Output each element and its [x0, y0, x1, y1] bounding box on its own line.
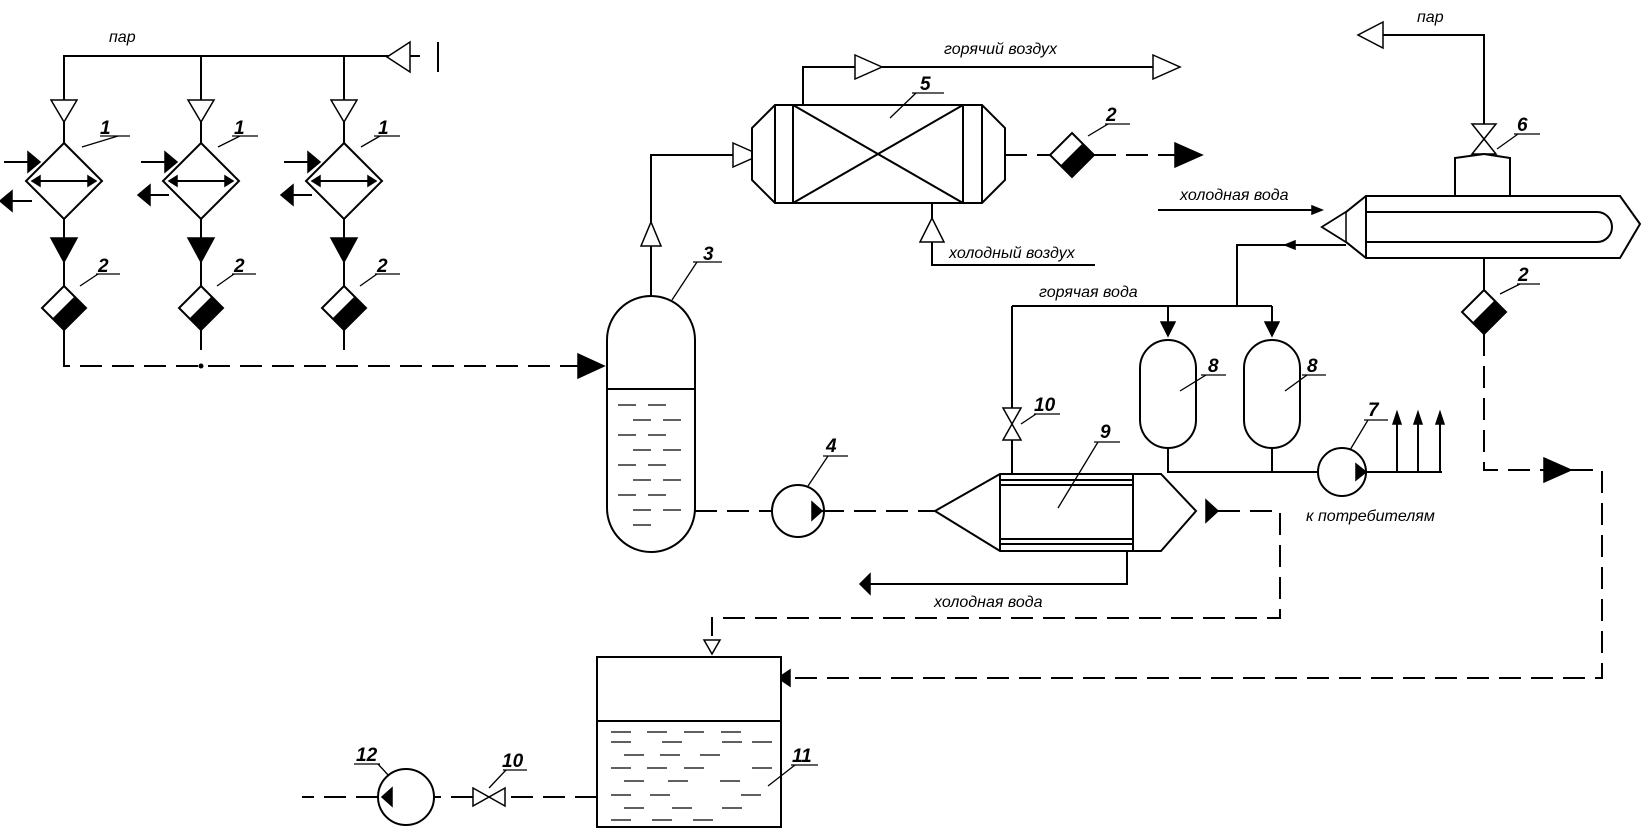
tag-7: 7 — [1368, 400, 1380, 421]
heater-unit-1c: 1 2 — [279, 99, 400, 350]
steam-inlet-arrow — [385, 40, 411, 74]
air-heater-5: горячий воздух холодный воздух 5 2 — [751, 41, 1204, 266]
valve-10a — [1001, 407, 1023, 426]
tag-2c: 2 — [376, 256, 388, 277]
tag-6: 6 — [1517, 115, 1528, 136]
hot-water-system: горячая вода 8 8 к потребителям 7 — [1012, 244, 1446, 525]
heater-unit-1a: 1 2 — [0, 99, 130, 350]
tag-1a: 1 — [100, 118, 111, 139]
steam-header: пар — [63, 29, 439, 120]
storage-8a — [1139, 339, 1197, 449]
hot-water-label: горячая вода — [1039, 284, 1138, 301]
tag-5: 5 — [920, 74, 931, 95]
storage-8b — [1243, 339, 1301, 449]
to-consumers-label: к потребителям — [1306, 508, 1435, 525]
cold-water-label-exchanger: холодная вода — [933, 594, 1043, 611]
tag-2e: 2 — [1517, 265, 1529, 286]
tag-2b: 2 — [233, 256, 245, 277]
condensate-collector-line — [63, 350, 606, 380]
tag-3: 3 — [703, 244, 714, 265]
tag-1b: 1 — [234, 118, 245, 139]
tag-8a: 8 — [1208, 356, 1219, 377]
cold-water-label-condenser: холодная вода — [1179, 187, 1289, 204]
heat-exchanger-9: 10 9 холодная вода — [702, 306, 1281, 656]
tag-2a: 2 — [97, 256, 109, 277]
cold-air-label: холодный воздух — [948, 245, 1076, 262]
tag-10a: 10 — [1034, 395, 1056, 416]
condenser-6: пар 6 холодная вода 2 — [776, 9, 1641, 688]
tag-8b: 8 — [1307, 356, 1318, 377]
steam-label-left: пар — [109, 29, 136, 46]
tag-4: 4 — [825, 436, 837, 457]
tag-2d: 2 — [1105, 105, 1117, 126]
tag-12: 12 — [356, 745, 378, 766]
pump-4-unit: 4 — [695, 436, 935, 538]
valve-10b — [472, 786, 491, 808]
tank-11-unit: 11 10 12 — [302, 656, 818, 828]
heater-unit-1b: 1 2 — [136, 99, 258, 350]
hot-air-label: горячий воздух — [944, 41, 1058, 58]
steam-label-right: пар — [1417, 9, 1444, 26]
separator-3: 3 — [606, 141, 762, 553]
tag-9: 9 — [1100, 422, 1111, 443]
tag-11: 11 — [792, 746, 812, 767]
tag-1c: 1 — [378, 118, 389, 139]
tag-10b: 10 — [502, 751, 524, 772]
